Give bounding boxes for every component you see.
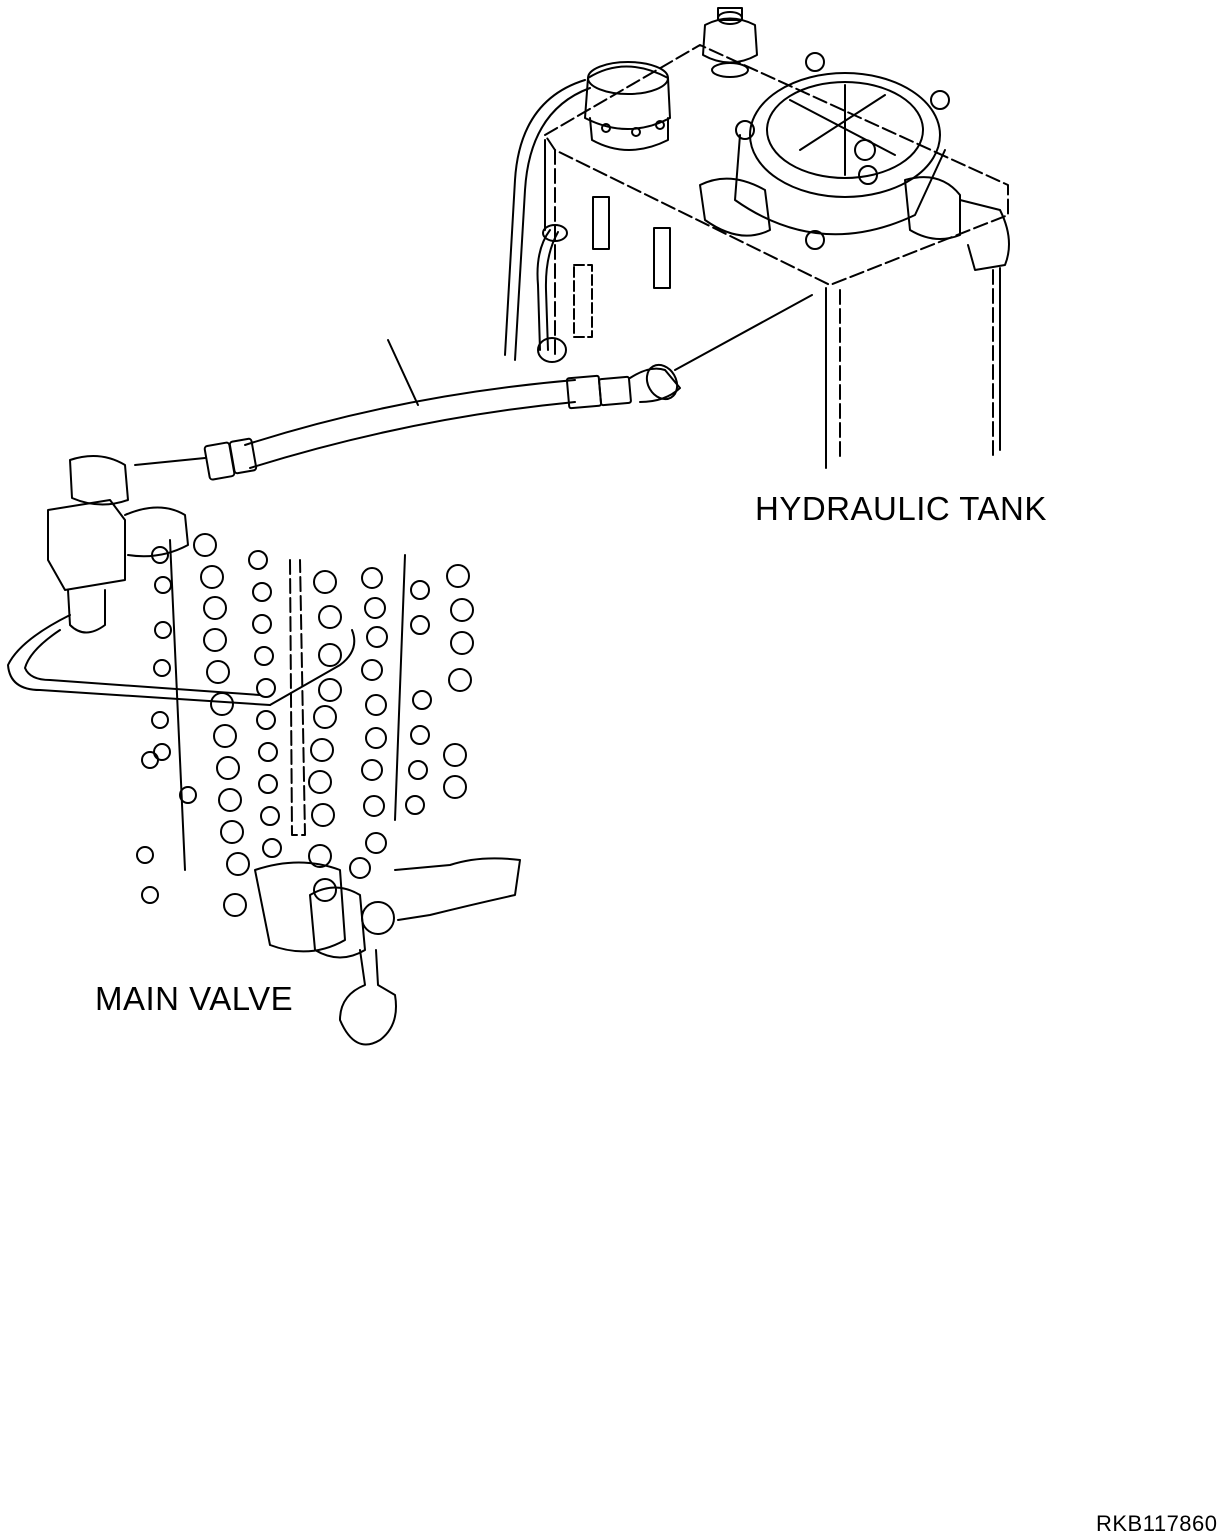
valve-leader [134,457,206,466]
hydraulic-tank [504,7,1010,469]
breather-cap [702,7,758,78]
hose-assembly [134,294,813,481]
drain-tubes [504,79,591,363]
filler-cap [584,61,671,151]
main-valve-label: MAIN VALVE [95,980,294,1017]
main-valve [7,455,521,1046]
drawing-code: RKB117860 [1096,1511,1218,1536]
valve-ports [136,533,474,917]
return-filter-housing [699,52,1010,271]
leader-line [387,339,419,406]
sight-gauge [573,196,671,338]
hydraulic-tank-label: HYDRAULIC TANK [755,490,1047,527]
tank-leader [674,294,813,371]
